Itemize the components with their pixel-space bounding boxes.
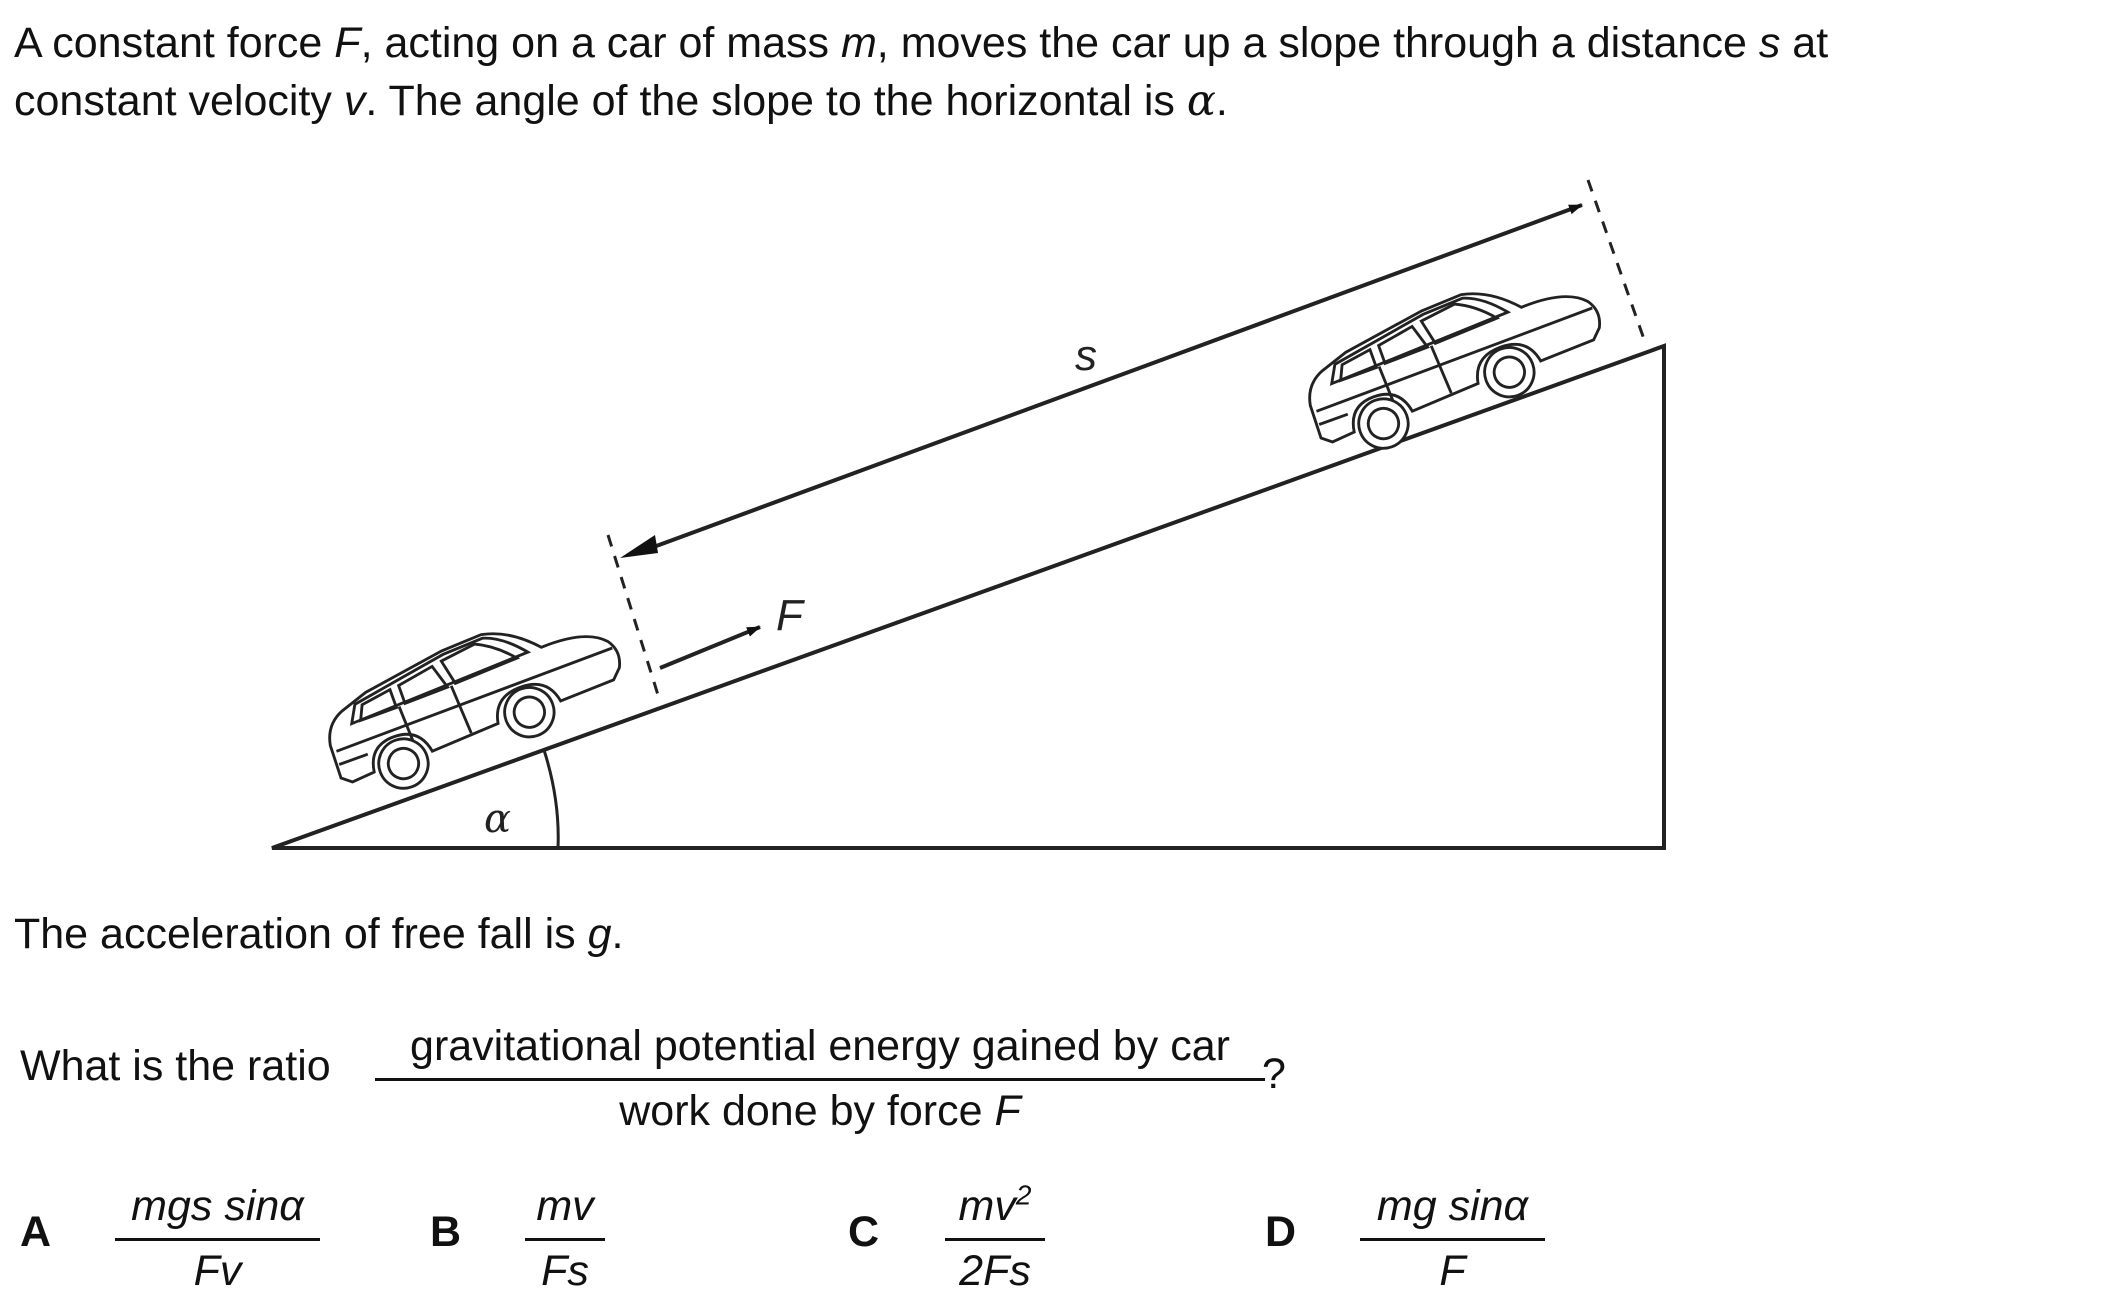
option-c-numerator: mv2 [955, 1180, 1036, 1232]
option-b-fraction[interactable]: mv Fs [525, 1180, 605, 1297]
question-block: What is the ratio gravitational potentia… [20, 1020, 1420, 1160]
force-symbol: F [334, 19, 361, 67]
angle-arc [542, 749, 560, 849]
velocity-symbol: v [343, 77, 366, 125]
option-d-letter[interactable]: D [1265, 1208, 1297, 1256]
force-label: F [776, 591, 805, 640]
angle-symbol: α [1186, 76, 1216, 126]
option-a-numerator: mgs sinα [131, 1182, 304, 1230]
distance-arrow [639, 203, 1583, 554]
end-dashed-line [1586, 179, 1647, 343]
option-c-letter[interactable]: C [848, 1208, 880, 1256]
distance-label: s [1075, 331, 1097, 380]
question-numerator: gravitational potential energy gained by… [410, 1022, 1230, 1070]
intro-text: , moves the car up a slope through a dis… [876, 19, 1759, 67]
mass-symbol: m [840, 19, 877, 67]
option-b-denominator: Fs [541, 1247, 589, 1295]
intro-text: A constant force [14, 19, 335, 67]
denominator-text: work done by force [619, 1087, 995, 1135]
intro-text: , acting on a car of mass [360, 19, 841, 67]
option-c-numerator-base: mv [958, 1182, 1016, 1230]
question-denominator: work done by force F [615, 1085, 1025, 1137]
distance-arrow-tail-head [620, 535, 658, 558]
option-c-exponent: 2 [1015, 1179, 1032, 1211]
distance-symbol: s [1758, 19, 1781, 67]
fraction-bar [1360, 1238, 1545, 1241]
angle-label: α [484, 796, 511, 842]
option-c-denominator: 2Fs [959, 1247, 1031, 1295]
free-fall-text: . [611, 910, 624, 958]
fraction-bar [115, 1238, 320, 1241]
question-lead: What is the ratio [20, 1042, 331, 1090]
intro-text: constant velocity [14, 77, 344, 125]
intro-text: . [1215, 77, 1228, 125]
intro-line-2: constant velocity v. The angle of the sl… [14, 72, 1828, 130]
start-dashed-line [606, 534, 660, 696]
option-a-letter[interactable]: A [20, 1208, 52, 1256]
intro-text: at [1780, 19, 1829, 67]
denominator-var: F [994, 1087, 1021, 1135]
intro-paragraph: A constant force F, acting on a car of m… [14, 14, 1828, 130]
option-a-fraction[interactable]: mgs sinα Fv [115, 1180, 320, 1297]
option-d-fraction[interactable]: mg sinα F [1360, 1180, 1545, 1297]
fraction-bar [375, 1078, 1265, 1081]
intro-text: . The angle of the slope to the horizont… [365, 77, 1187, 125]
option-d-denominator: F [1439, 1247, 1466, 1295]
question-fraction: gravitational potential energy gained by… [375, 1020, 1265, 1137]
force-arrow [659, 625, 761, 670]
question-mark: ? [1262, 1050, 1286, 1098]
fraction-bar [525, 1238, 605, 1241]
option-c-fraction[interactable]: mv2 2Fs [945, 1180, 1045, 1297]
intro-line-1: A constant force F, acting on a car of m… [14, 14, 1828, 72]
option-d-numerator: mg sinα [1376, 1182, 1529, 1230]
option-a-denominator: Fv [193, 1247, 242, 1295]
option-b-numerator: mv [536, 1182, 594, 1230]
option-b-letter[interactable]: B [430, 1208, 462, 1256]
free-fall-text: The acceleration of free fall is [14, 910, 588, 958]
free-fall-statement: The acceleration of free fall is g. [14, 905, 624, 963]
slope-triangle [271, 343, 1666, 850]
car-upper [1289, 251, 1619, 470]
fraction-bar [945, 1238, 1045, 1241]
g-symbol: g [587, 910, 612, 958]
